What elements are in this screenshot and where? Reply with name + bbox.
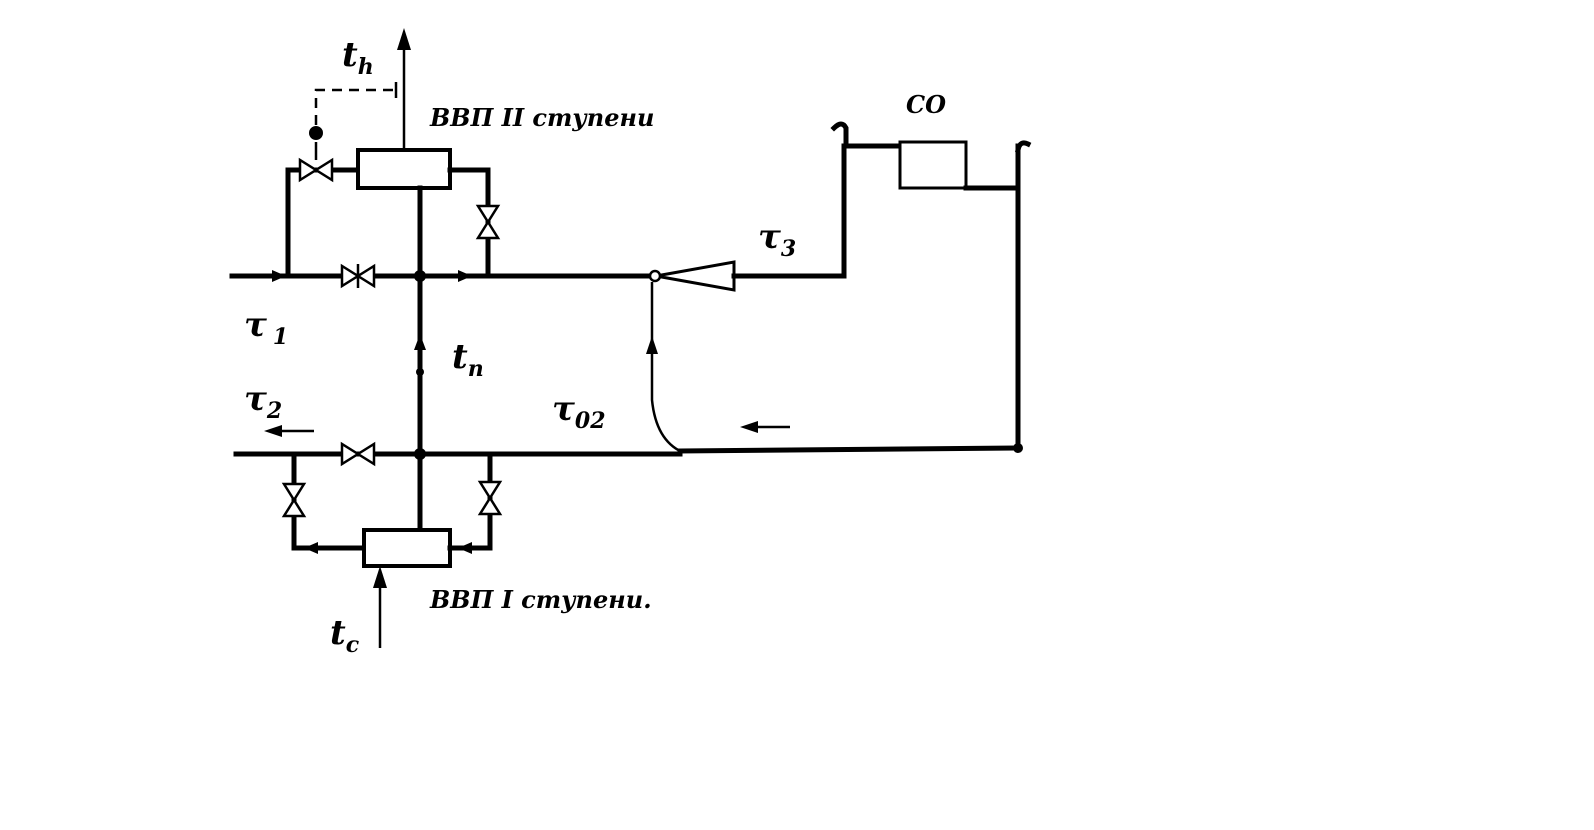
label-t-n: tn <box>452 337 484 382</box>
stage2-heater-bypass-left <box>285 167 361 279</box>
cold-water-inlet <box>373 566 387 648</box>
supply-to-heating-system <box>731 121 903 279</box>
stage1-right-valve[interactable] <box>477 480 503 516</box>
stage1-left-valve[interactable] <box>281 482 307 518</box>
heated-water-riser <box>414 185 426 533</box>
stage2-heater-outlet-right <box>447 167 491 279</box>
stage1-heater <box>362 528 452 568</box>
stage2-regulating-valve[interactable] <box>298 126 334 183</box>
supply-valve[interactable] <box>340 263 376 289</box>
supply-main-line <box>229 270 655 282</box>
label-heating-system-co: СО <box>906 90 946 119</box>
label-tau-02: τ02 <box>552 389 606 434</box>
return-main-line <box>233 421 1021 457</box>
label-tau-3: τ3 <box>758 217 796 262</box>
stage2-heater <box>356 148 452 190</box>
heating-system-co <box>898 140 968 190</box>
label-t-c: tc <box>330 613 360 658</box>
label-tau-2: τ2 <box>244 379 282 424</box>
stage1-heater-left-branch <box>291 451 367 554</box>
label-stage2-heater: ВВП II ступени <box>429 103 654 132</box>
mixing-branch <box>646 282 683 454</box>
stage2-right-valve[interactable] <box>475 204 501 240</box>
label-stage1-heater: ВВП I ступени. <box>429 585 652 614</box>
hot-water-outlet <box>397 28 411 150</box>
elevator-jet-pump <box>648 260 736 292</box>
heating-system-return <box>963 140 1032 453</box>
stage1-heater-right-branch <box>447 451 493 554</box>
stage2-temperature-control-line <box>314 82 398 125</box>
return-valve[interactable] <box>340 441 376 467</box>
label-t-h: th <box>342 35 374 80</box>
